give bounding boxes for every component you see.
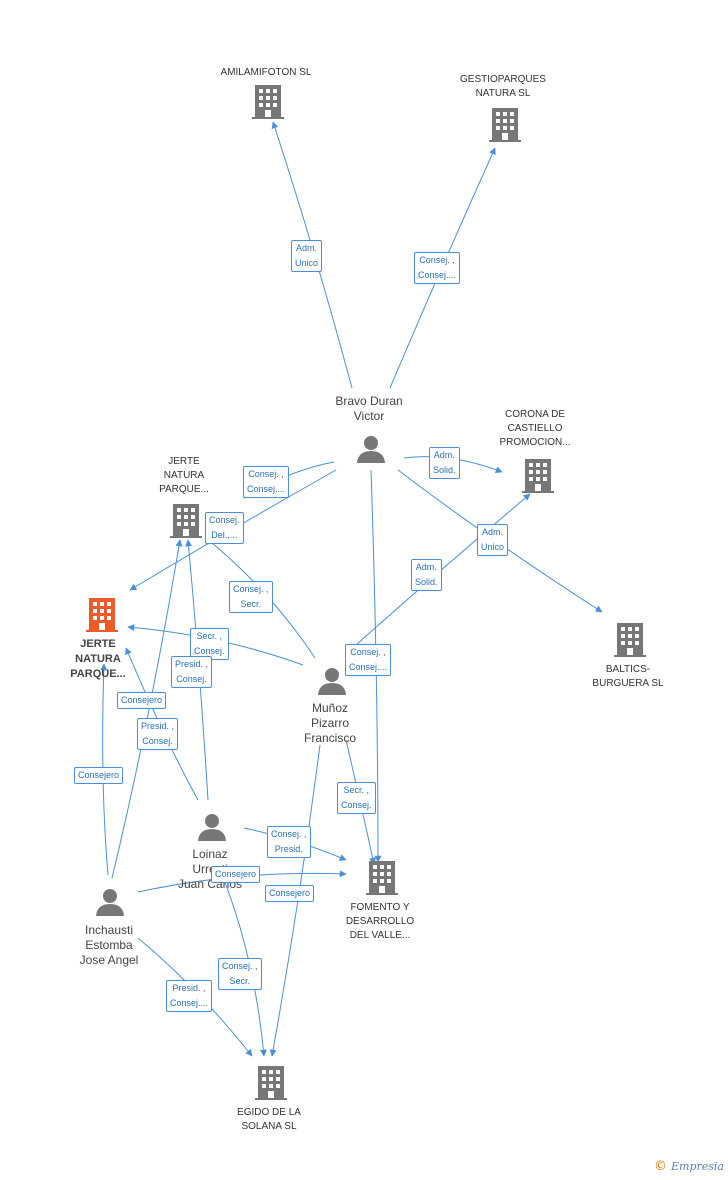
edge-label-presid-consej[interactable]: Presid. , Consej. <box>171 656 213 688</box>
building-icon[interactable] <box>255 1066 287 1100</box>
copyright-icon: © <box>654 1159 667 1174</box>
company-label-jerte-main[interactable]: JERTE NATURA PARQUE... <box>70 638 126 680</box>
edge-label-consej-presid[interactable]: Consej. , Presid. <box>267 826 311 858</box>
person-icon[interactable] <box>356 435 386 463</box>
building-icon[interactable] <box>522 459 554 493</box>
building-icon[interactable] <box>170 504 202 538</box>
edge-label-consej-secr[interactable]: Consej. , Secr. <box>229 581 273 613</box>
edge-label-adm-unico[interactable]: Adm. Unico <box>477 524 509 556</box>
building-icon[interactable] <box>252 85 284 119</box>
edge-label-consej[interactable]: Consej. , Consej.... <box>414 252 461 284</box>
edge-label-adm-unico[interactable]: Adm. Unico <box>291 240 323 272</box>
edge-label-consej-del[interactable]: Consej. Del.,... <box>205 512 244 544</box>
edge-label-consejero[interactable]: Consejero <box>74 767 124 784</box>
company-label-fomento[interactable]: FOMENTO Y DESARROLLO DEL VALLE... <box>345 902 415 941</box>
edge-label-consej[interactable]: Consej. , Consej.... <box>243 466 290 498</box>
edge-label-consejero[interactable]: Consejero <box>211 866 261 883</box>
edge-label-consej-secr[interactable]: Consej. , Secr. <box>218 958 262 990</box>
building-icon[interactable] <box>489 108 521 142</box>
edge-label-adm-solid[interactable]: Adm. Solid. <box>411 559 442 591</box>
building-icon[interactable] <box>614 623 646 657</box>
person-icon[interactable] <box>197 813 227 841</box>
company-label-egido[interactable]: EGIDO DE LA SOLANA SL <box>237 1107 301 1132</box>
person-label-inchausti[interactable]: Inchausti Estomba Jose Angel <box>79 923 139 967</box>
person-label-bravo[interactable]: Bravo Duran Victor <box>335 394 403 423</box>
edge-label-adm-solid[interactable]: Adm. Solid. <box>429 447 460 479</box>
edge-munoz-corona <box>355 493 531 646</box>
brand-logo[interactable]: Empresia <box>671 1160 724 1173</box>
edge-label-consejero[interactable]: Consejero <box>117 692 167 709</box>
edge-label-secr-consej[interactable]: Secr. , Consej. <box>190 628 229 660</box>
edge-label-consej[interactable]: Consej. , Consej.... <box>345 644 392 676</box>
edge-label-presid-consej[interactable]: Presid. , Consej. <box>137 718 179 750</box>
person-icon[interactable] <box>317 667 347 695</box>
footer-brand: © Empresia <box>654 1159 724 1174</box>
building-icon[interactable] <box>366 861 398 895</box>
building-icon-main[interactable] <box>86 598 118 632</box>
company-label-gestioparques[interactable]: GESTIOPARQUES NATURA SL <box>460 74 546 99</box>
person-label-munoz[interactable]: Muñoz Pizarro Francisco <box>303 701 357 745</box>
company-label-baltics[interactable]: BALTICS- BURGUERA SL <box>592 664 664 689</box>
edge-label-secr-consej[interactable]: Secr. , Consej. <box>337 782 376 814</box>
edge-label-consejero[interactable]: Consejero <box>265 885 315 902</box>
company-label-corona[interactable]: CORONA DE CASTIELLO PROMOCION... <box>499 409 571 448</box>
company-label-jerte-top[interactable]: JERTE NATURA PARQUE... <box>159 456 209 495</box>
person-icon[interactable] <box>95 888 125 916</box>
company-label-amilamifoton[interactable]: AMILAMIFOTON SL <box>220 67 312 78</box>
edge-label-presid-consej[interactable]: Presid. , Consej.... <box>166 980 213 1012</box>
edge-inchausti-jerte-top <box>111 539 183 879</box>
